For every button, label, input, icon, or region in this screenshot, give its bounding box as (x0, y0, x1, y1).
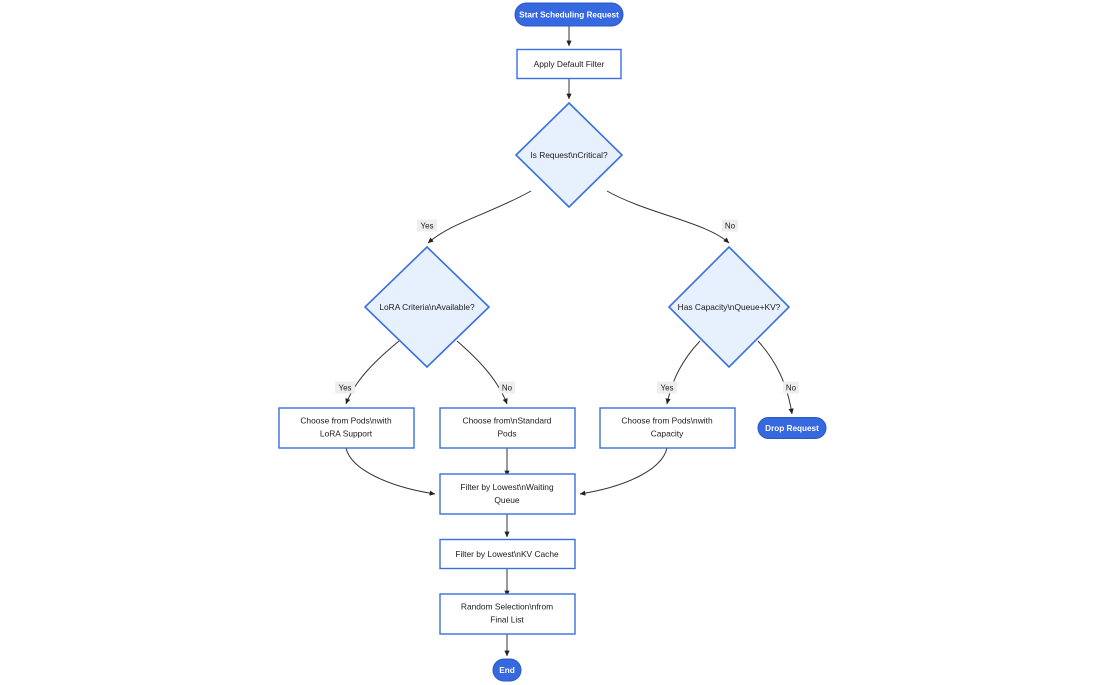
start-node-shape[interactable] (514, 2, 624, 27)
is-request-critical-label: Is Request\nCritical? (530, 150, 608, 160)
edge-label-is-critical-yes: Yes (417, 219, 437, 232)
edge-label-bg (335, 381, 355, 394)
edge-has-capacity-yes-to-choose-capacity-pods (665, 340, 701, 405)
edge-lora-criteria-no-to-choose-standard-pods (456, 340, 508, 405)
edge-label-text: No (502, 383, 513, 392)
choose-lora-pods-label-line2: LoRA Support (320, 429, 373, 439)
drop-request-label: Drop Request (765, 424, 819, 433)
edge-label-bg (783, 381, 799, 394)
end-node-label: End (499, 666, 514, 675)
edge-label-is-critical-no: No (722, 219, 738, 232)
edge-choose-lora-pods-to-filter-waiting-queue (345, 447, 436, 496)
filter-waiting-queue-shape[interactable] (439, 473, 576, 515)
has-capacity-shape[interactable] (667, 245, 791, 369)
node-filter-waiting-queue[interactable]: Filter by Lowest\nWaiting Queue (439, 473, 576, 515)
choose-standard-pods-label-line2: Pods (497, 429, 516, 439)
random-selection-shape[interactable] (439, 593, 576, 635)
lora-criteria-available-label: LoRA Criteria\nAvailable? (379, 302, 475, 312)
edge-has-capacity-no-to-drop-request (757, 340, 794, 415)
edge-label-bg (657, 381, 677, 394)
choose-standard-pods-shape[interactable] (439, 407, 576, 449)
end-node-shape[interactable] (492, 658, 522, 682)
has-capacity-label: Has Capacity\nQueue+KV? (678, 302, 781, 312)
edge-label-lora-yes: Yes (335, 381, 355, 394)
node-end[interactable]: End (492, 658, 522, 682)
nodes-layer: Start Scheduling Request Apply Default F… (278, 2, 827, 682)
edge-label-lora-no: No (499, 381, 515, 394)
node-filter-kv-cache[interactable]: Filter by Lowest\nKV Cache (439, 538, 576, 570)
node-random-selection[interactable]: Random Selection\nfrom Final List (439, 593, 576, 635)
edge-label-capacity-no: No (783, 381, 799, 394)
node-drop-request[interactable]: Drop Request (757, 417, 827, 439)
node-apply-default-filter[interactable]: Apply Default Filter (516, 48, 622, 80)
edge-label-bg (499, 381, 515, 394)
choose-capacity-pods-shape[interactable] (599, 407, 736, 449)
filter-waiting-queue-label-line2: Queue (494, 495, 519, 505)
edge-choose-capacity-pods-to-filter-waiting-queue (579, 447, 668, 496)
edge-label-bg (722, 219, 738, 232)
edge-label-capacity-yes: Yes (657, 381, 677, 394)
apply-default-filter-shape[interactable] (516, 48, 622, 80)
start-node-label: Start Scheduling Request (519, 10, 619, 19)
choose-capacity-pods-label-line2: Capacity (651, 429, 684, 439)
is-request-critical-shape[interactable] (514, 101, 624, 209)
node-choose-standard-pods[interactable]: Choose from\nStandard Pods (439, 407, 576, 449)
edge-label-bg (417, 219, 437, 232)
edge-is-request-critical-yes-to-lora-criteria (427, 190, 532, 244)
edge-lora-criteria-yes-to-choose-lora-pods (345, 340, 400, 405)
choose-capacity-pods-label-line1: Choose from Pods\nwith (621, 416, 713, 426)
node-is-request-critical[interactable]: Is Request\nCritical? (514, 101, 624, 209)
random-selection-label-line1: Random Selection\nfrom (461, 602, 553, 612)
filter-kv-cache-shape[interactable] (439, 538, 576, 570)
filter-waiting-queue-label-line1: Filter by Lowest\nWaiting (460, 482, 554, 492)
choose-standard-pods-label-line1: Choose from\nStandard (463, 416, 552, 426)
edge-is-request-critical-no-to-has-capacity (606, 190, 730, 244)
edge-label-text: No (786, 383, 797, 392)
drop-request-shape[interactable] (757, 417, 827, 439)
edge-labels-layer: Yes No Yes No Yes No (335, 219, 799, 394)
node-has-capacity[interactable]: Has Capacity\nQueue+KV? (667, 245, 791, 369)
edge-label-text: Yes (420, 221, 433, 230)
choose-lora-pods-shape[interactable] (278, 407, 415, 449)
choose-lora-pods-label-line1: Choose from Pods\nwith (300, 416, 392, 426)
node-choose-capacity-pods[interactable]: Choose from Pods\nwith Capacity (599, 407, 736, 449)
edges-layer (345, 26, 794, 657)
node-choose-lora-pods[interactable]: Choose from Pods\nwith LoRA Support (278, 407, 415, 449)
edge-label-text: Yes (660, 383, 673, 392)
edge-label-text: Yes (338, 383, 351, 392)
filter-kv-cache-label: Filter by Lowest\nKV Cache (455, 549, 559, 559)
edge-label-text: No (725, 221, 736, 230)
node-lora-criteria-available[interactable]: LoRA Criteria\nAvailable? (363, 245, 491, 369)
apply-default-filter-label: Apply Default Filter (534, 59, 605, 69)
lora-criteria-available-shape[interactable] (363, 245, 491, 369)
random-selection-label-line2: Final List (490, 615, 524, 625)
node-start[interactable]: Start Scheduling Request (514, 2, 624, 27)
